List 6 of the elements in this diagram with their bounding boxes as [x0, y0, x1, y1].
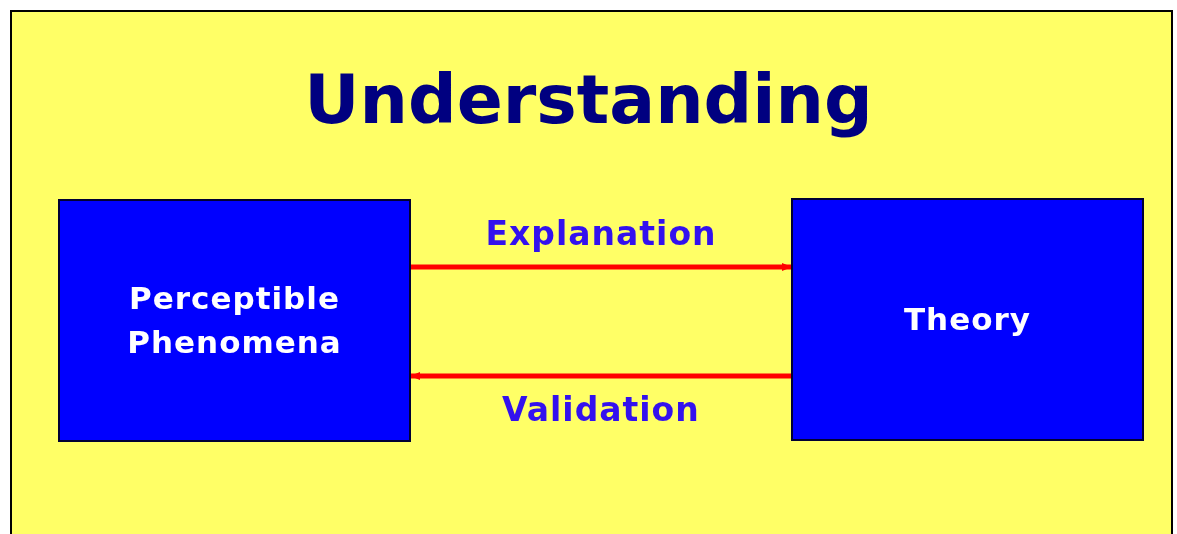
- box-label: Perceptible Phenomena: [126, 279, 343, 362]
- concept-box: [58, 199, 411, 442]
- arrow: [410, 372, 791, 380]
- concept-box: [791, 198, 1144, 441]
- arrow: [411, 263, 792, 271]
- box-label: Theory: [903, 299, 1031, 339]
